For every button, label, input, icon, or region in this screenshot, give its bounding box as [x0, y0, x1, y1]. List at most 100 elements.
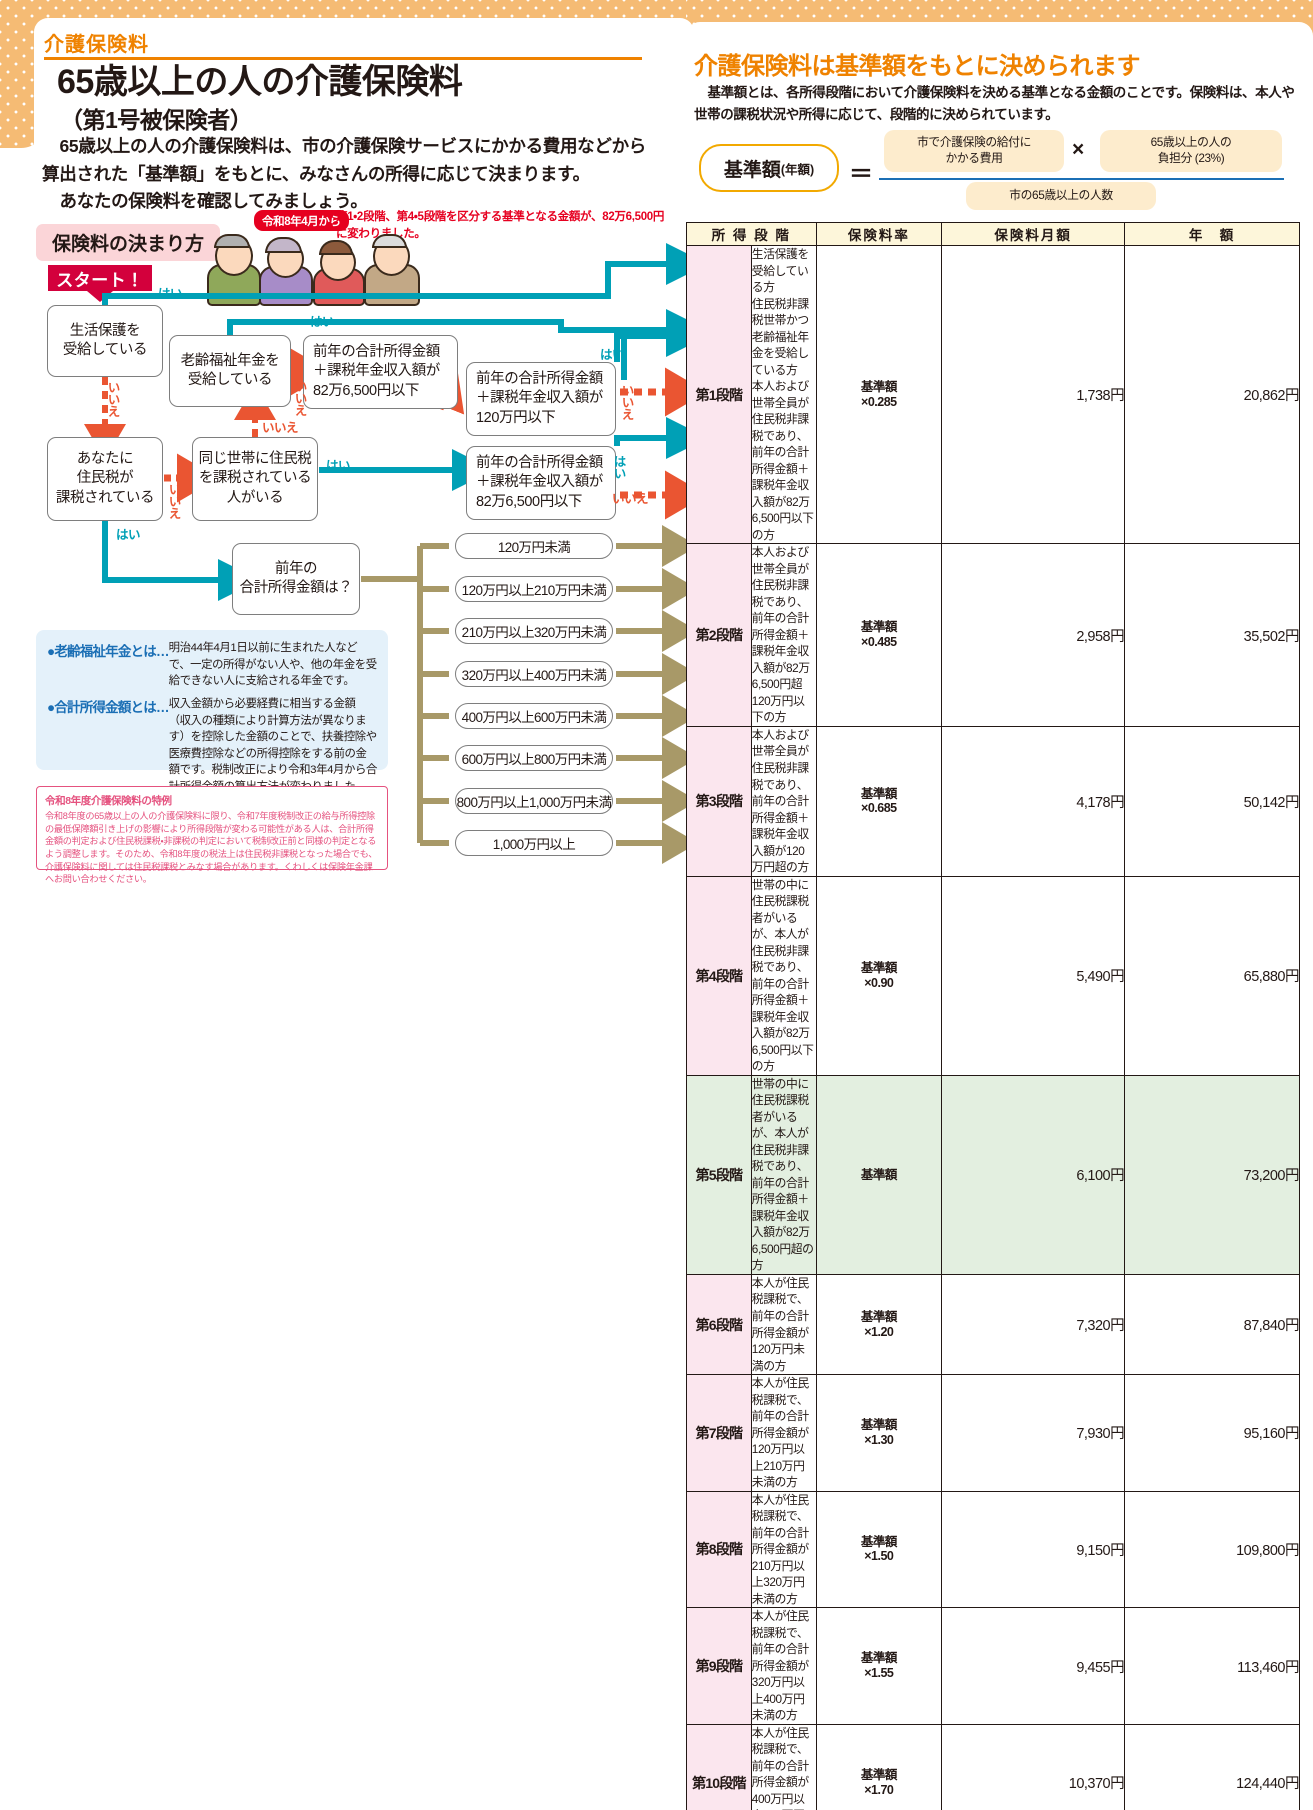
flow-box-label: 前年の合計所得金額 ＋課税年金収入額が 82万6,500円以下: [313, 343, 440, 401]
income-range-pill: 800万円以上1,000万円未満: [455, 788, 613, 814]
table-row: 第9段階本人が住民税課税で、前年の合計所得金額が320万円以上400万円未満の方…: [687, 1608, 1300, 1725]
cell-rate: 基準額 ×0.285: [816, 246, 941, 544]
formula-numerator-cost: 市で介護保険の給付に かかる費用: [884, 130, 1064, 172]
page-root: 介護保険料 65歳以上の人の介護保険料 （第1号被保険者） 65歳以上の人の介護…: [0, 0, 1313, 905]
cell-rate: 基準額 ×1.55: [816, 1608, 941, 1725]
cell-rate: 基準額 ×1.30: [816, 1375, 941, 1492]
flow-label-no-5: いいえ: [620, 384, 633, 420]
flow-label-no-2: いいえ: [262, 417, 298, 436]
cell-annual-amount: 73,200円: [1125, 1075, 1300, 1274]
glossary-item: ●老齢福祉年金とは… 明治44年4月1日以前に生まれた人などで、一定の所得がない…: [47, 640, 377, 690]
flow-label-no-3: いいえ: [293, 380, 306, 416]
cell-stage: 第4段階: [687, 876, 752, 1075]
flow-label-yes-4: はい: [116, 524, 140, 543]
income-range-pill: 120万円以上210万円未満: [455, 576, 613, 602]
formula-chip-label: 市で介護保険の給付に かかる費用: [917, 135, 1031, 167]
premium-stage-table: 所 得 段 階 保険料率 保険料月額 年 額 第1段階生活保護を受給している方 …: [686, 222, 1300, 1810]
right-section-lead: 基準額とは、各所得段階において介護保険料を決める基準となる金額のことです。保険料…: [694, 82, 1300, 126]
formula-result-main: 基準額: [724, 155, 781, 182]
formula-result-sub: (年額): [781, 159, 814, 178]
flow-label-no-4: いいえ: [167, 483, 180, 519]
cell-monthly-amount: 5,490円: [942, 876, 1125, 1075]
cell-monthly-amount: 1,738円: [942, 246, 1125, 544]
flow-box-self-resident-tax: あなたに 住民税が 課税されている: [47, 437, 163, 521]
income-range-pill: 210万円以上320万円未満: [455, 618, 613, 644]
intro-paragraph-1: 65歳以上の人の介護保険料は、市の介護保険サービスにかかる費用などから算出された…: [42, 133, 662, 188]
cell-annual-amount: 35,502円: [1125, 544, 1300, 727]
cell-stage: 第3段階: [687, 726, 752, 876]
flow-label-yes-1: はい: [158, 283, 182, 302]
flow-box-label: 老齢福祉年金を 受給している: [181, 352, 280, 391]
income-range-pill: 400万円以上600万円未満: [455, 703, 613, 729]
table-row: 第5段階世帯の中に住民税課税者がいるが、本人が住民税非課税であり、前年の合計所得…: [687, 1075, 1300, 1274]
income-range-pill: 600万円以上800万円未満: [455, 745, 613, 771]
elder-figure-3: [311, 238, 363, 302]
cell-monthly-amount: 7,320円: [942, 1274, 1125, 1374]
formula-numerator-share: 65歳以上の人の 負担分 (23%): [1100, 130, 1282, 172]
cell-monthly-amount: 4,178円: [942, 726, 1125, 876]
table-row: 第4段階世帯の中に住民税課税者がいるが、本人が住民税非課税であり、前年の合計所得…: [687, 876, 1300, 1075]
cell-stage: 第10段階: [687, 1724, 752, 1810]
flow-box-household-resident-tax: 同じ世帯に住民税 を課税されている 人がいる: [192, 437, 318, 521]
cell-monthly-amount: 9,150円: [942, 1491, 1125, 1608]
special-rule-title: 令和8年度介護保険料の特例: [45, 793, 379, 808]
elder-figure-4: [362, 234, 418, 302]
cell-description: 本人が住民税課税で、前年の合計所得金額が120万円未満の方: [751, 1274, 816, 1374]
cell-stage: 第5段階: [687, 1075, 752, 1274]
cell-description: 生活保護を受給している方 住民税非課税世帯かつ老齢福祉年金を受給している方 本人…: [751, 246, 816, 544]
glossary-term: ●合計所得金額とは…: [47, 696, 169, 796]
cell-stage: 第6段階: [687, 1274, 752, 1374]
formula-denominator-population: 市の65歳以上の人数: [966, 182, 1156, 210]
page-title: 65歳以上の人の介護保険料: [57, 62, 462, 102]
flow-box-income-826-b: 前年の合計所得金額 ＋課税年金収入額が 82万6,500円以下: [466, 446, 616, 520]
table-header-row: 所 得 段 階 保険料率 保険料月額 年 額: [687, 223, 1300, 246]
cell-rate: 基準額 ×0.485: [816, 544, 941, 727]
column-header-year: 年 額: [1125, 223, 1300, 246]
flow-box-label: 生活保護を 受給している: [63, 322, 147, 361]
table-row: 第6段階本人が住民税課税で、前年の合計所得金額が120万円未満の方基準額 ×1.…: [687, 1274, 1300, 1374]
page-subtitle: （第1号被保険者）: [60, 101, 252, 135]
table-row: 第2段階本人および世帯全員が住民税非課税であり、前年の合計所得金額＋課税年金収入…: [687, 544, 1300, 727]
cell-annual-amount: 20,862円: [1125, 246, 1300, 544]
flow-box-label: 前年の合計所得金額 ＋課税年金収入額が 82万6,500円以下: [476, 454, 603, 512]
formula-times-sign: ×: [1072, 138, 1084, 162]
cell-stage: 第7段階: [687, 1375, 752, 1492]
glossary-item: ●合計所得金額とは… 収入金額から必要経費に相当する金額（収入の種類により計算方…: [47, 696, 377, 796]
income-range-pill: 1,000万円以上: [455, 830, 613, 856]
cell-annual-amount: 109,800円: [1125, 1491, 1300, 1608]
flow-box-label: あなたに 住民税が 課税されている: [56, 450, 154, 508]
cell-description: 世帯の中に住民税課税者がいるが、本人が住民税非課税であり、前年の合計所得金額＋課…: [751, 1075, 816, 1274]
formula-fraction-bar: [879, 178, 1284, 180]
flow-start-banner: スタート！: [48, 265, 152, 291]
flowchart-heading: 保険料の決まり方: [36, 224, 220, 261]
cell-stage: 第2段階: [687, 544, 752, 727]
cell-description: 本人および世帯全員が住民税非課税であり、前年の合計所得金額＋課税年金収入額が12…: [751, 726, 816, 876]
cell-rate: 基準額 ×0.685: [816, 726, 941, 876]
column-header-stage: 所 得 段 階: [687, 223, 817, 246]
flow-box-income-120: 前年の合計所得金額 ＋課税年金収入額が 120万円以下: [466, 362, 616, 436]
glossary-box: ●老齢福祉年金とは… 明治44年4月1日以前に生まれた人などで、一定の所得がない…: [36, 630, 388, 770]
cell-rate: 基準額 ×1.20: [816, 1274, 941, 1374]
cell-monthly-amount: 6,100円: [942, 1075, 1125, 1274]
cell-stage: 第8段階: [687, 1491, 752, 1608]
flow-box-total-income-question: 前年の 合計所得金額は？: [232, 543, 360, 615]
elderly-people-illustration: [205, 232, 420, 302]
cell-description: 本人が住民税課税で、前年の合計所得金額が120万円以上210万円未満の方: [751, 1375, 816, 1492]
section-kicker: 介護保険料: [44, 28, 149, 57]
cell-annual-amount: 113,460円: [1125, 1608, 1300, 1725]
cell-rate: 基準額 ×1.70: [816, 1724, 941, 1810]
cell-description: 世帯の中に住民税課税者がいるが、本人が住民税非課税であり、前年の合計所得金額＋課…: [751, 876, 816, 1075]
cell-monthly-amount: 10,370円: [942, 1724, 1125, 1810]
cell-stage: 第9段階: [687, 1608, 752, 1725]
cell-annual-amount: 124,440円: [1125, 1724, 1300, 1810]
flow-label-no-6: いいえ: [612, 488, 648, 507]
flow-label-yes-5: はい: [600, 344, 624, 363]
flow-box-label: 前年の合計所得金額 ＋課税年金収入額が 120万円以下: [476, 370, 603, 428]
flow-box-old-age-welfare-pension: 老齢福祉年金を 受給している: [169, 335, 291, 407]
cell-monthly-amount: 7,930円: [942, 1375, 1125, 1492]
glossary-definition: 明治44年4月1日以前に生まれた人などで、一定の所得がない人や、他の年金を受給で…: [169, 640, 377, 690]
formula-chip-label: 市の65歳以上の人数: [1009, 188, 1113, 204]
special-rule-body: 令和8年度の65歳以上の人の介護保険料に限り、令和7年度税制改正の給与所得控除の…: [45, 810, 379, 886]
formula-chip-label: 65歳以上の人の 負担分 (23%): [1151, 135, 1232, 167]
formula-result-chip: 基準額(年額): [699, 144, 839, 192]
